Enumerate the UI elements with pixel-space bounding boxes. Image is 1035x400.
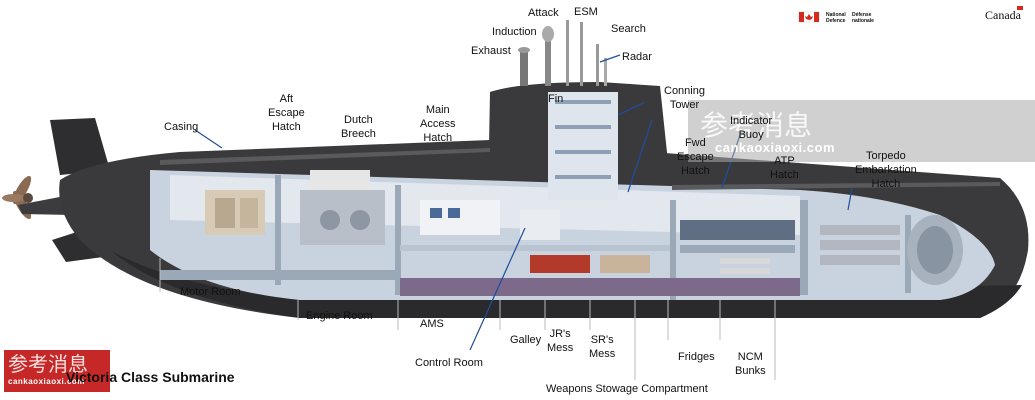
- label-dutch-breech: Dutch Breech: [341, 114, 376, 140]
- induction-mast: [545, 40, 551, 86]
- label-engine-room: Engine Room: [306, 310, 373, 322]
- canada-flag-icon: [798, 11, 820, 23]
- label-main-access-hatch: Main Access Hatch: [420, 104, 456, 144]
- label-casing: Casing: [164, 121, 199, 133]
- control-room-detail: [420, 200, 650, 273]
- search-periscope: [596, 44, 599, 86]
- label-search: Search: [611, 23, 646, 35]
- canada-wordmark: Canada: [985, 8, 1021, 22]
- canada-wordmark-flag-icon: [1017, 6, 1023, 10]
- watermark-glyphs-bottom: 参考消息: [8, 352, 88, 376]
- label-radar: Radar: [622, 51, 652, 63]
- label-ams: AMS: [420, 318, 444, 330]
- label-attack: Attack: [528, 7, 559, 19]
- label-control-room: Control Room: [415, 357, 483, 369]
- label-galley: Galley: [510, 334, 542, 346]
- esm-mast: [580, 22, 583, 86]
- label-conning-tower: Conning Tower: [664, 85, 705, 111]
- watermark-badge: [4, 350, 110, 392]
- watermark-banner: [688, 100, 1035, 162]
- attack-periscope: [566, 20, 569, 86]
- fwd-casing: [672, 182, 1000, 190]
- label-fridges: Fridges: [678, 351, 715, 363]
- watermark-site: cankaoxiaoxi.com: [715, 140, 835, 155]
- propeller-icon: [2, 175, 33, 220]
- label-aft-escape-hatch: Aft Escape Hatch: [268, 93, 305, 133]
- dnd-logo-en: National Defence: [826, 12, 846, 24]
- label-motor-room: Motor Room: [180, 286, 241, 298]
- label-esm: ESM: [574, 6, 598, 18]
- label-srs-mess: SR's Mess: [589, 334, 616, 360]
- zone-ticks: [159, 258, 776, 380]
- label-jrs-mess: JR's Mess: [547, 328, 574, 354]
- label-atp-hatch: ATP Hatch: [770, 155, 799, 181]
- watermark-site-bottom: cankaoxiaoxi.com: [8, 377, 85, 386]
- hull-keel: [110, 250, 1022, 318]
- machinery: [205, 170, 385, 245]
- sail-interior: [548, 92, 618, 200]
- label-torpedo-embarkation-hatch: Torpedo Embarkation Hatch: [855, 150, 917, 190]
- label-fwd-escape-hatch: Fwd Escape Hatch: [677, 137, 714, 177]
- label-exhaust: Exhaust: [471, 45, 511, 57]
- exhaust-mast: [520, 50, 528, 86]
- label-weapons-stowage: Weapons Stowage Compartment: [546, 383, 708, 395]
- dnd-logo-fr: Défense nationale: [852, 12, 874, 24]
- label-induction: Induction: [492, 26, 537, 38]
- weapons-racks: [680, 220, 795, 274]
- diagram-title: Victoria Class Submarine: [66, 369, 235, 385]
- casing: [160, 148, 490, 165]
- torpedo-tubes: [820, 215, 963, 285]
- label-ncm-bunks: NCM Bunks: [735, 351, 766, 377]
- watermark-glyphs: 参考消息: [700, 109, 813, 142]
- label-indicator-buoy: Indicator Buoy: [730, 115, 773, 141]
- label-fin: Fin: [548, 93, 564, 105]
- radar-mast: [604, 58, 607, 86]
